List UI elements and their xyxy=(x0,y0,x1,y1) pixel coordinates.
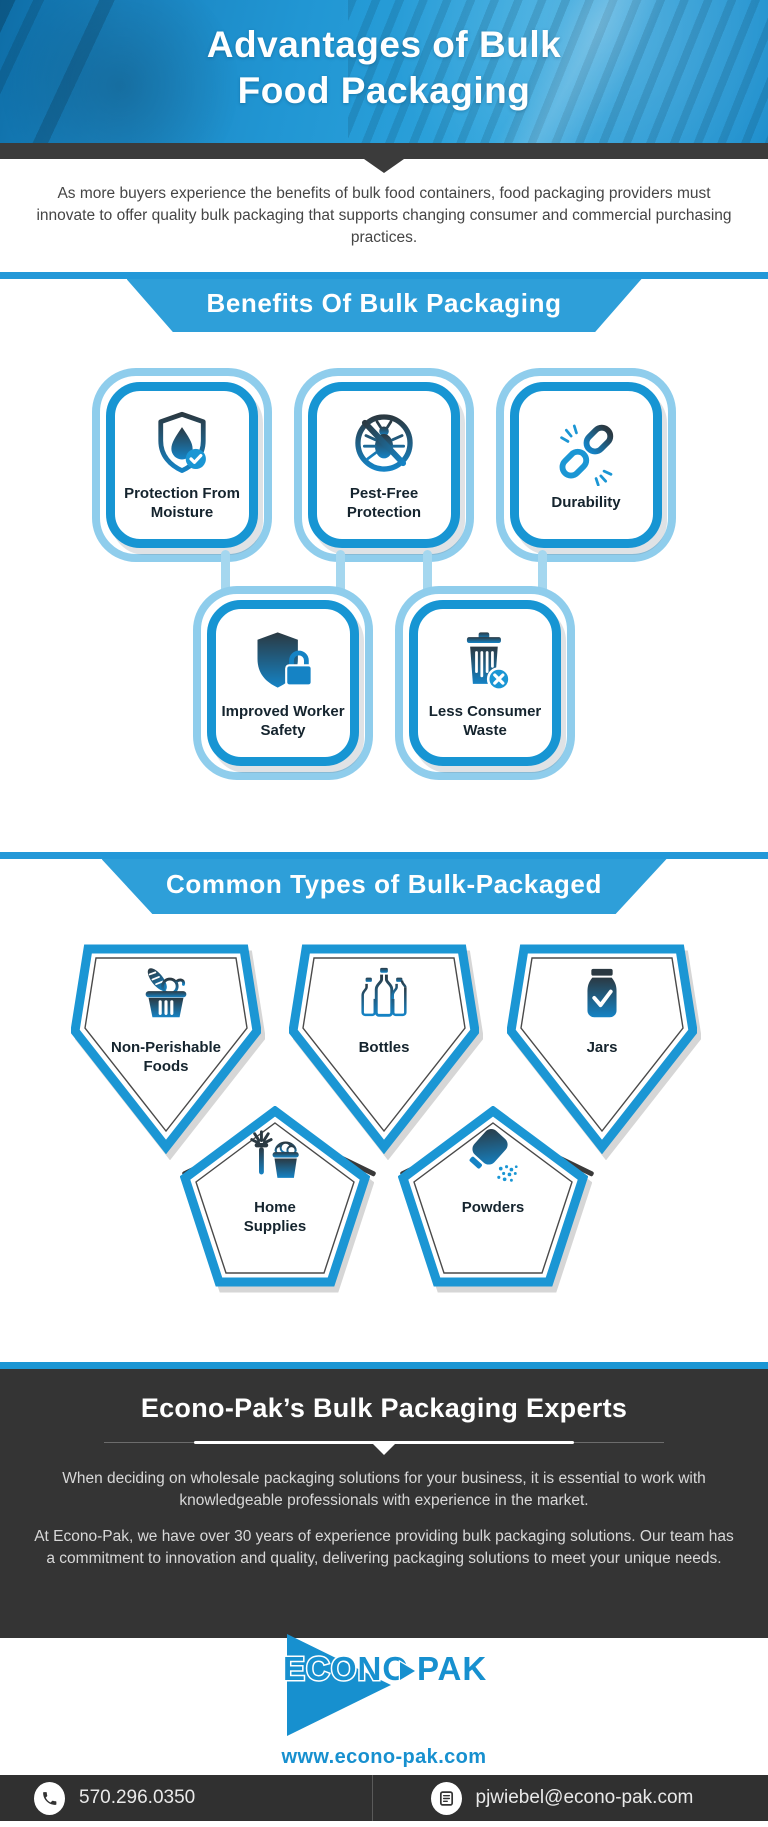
chain-link-icon xyxy=(559,424,614,486)
experts-paragraph-2: At Econo-Pak, we have over 30 years of e… xyxy=(34,1528,734,1567)
type-home-supplies: Home Supplies xyxy=(180,1106,370,1288)
footer-phone-block: 570.296.0350 xyxy=(0,1775,373,1821)
benefit-card-durability: Durability xyxy=(496,368,676,562)
footer-bar: 570.296.0350 pjwiebel@econo-pak.com xyxy=(0,1775,768,1821)
experts-title: Econo-Pak’s Bulk Packaging Experts xyxy=(140,1393,628,1423)
experts-section: Econo-Pak’s Bulk Packaging Experts When … xyxy=(0,1362,768,1638)
benefits-row-1: Protection From Moisture Pest-Free Prote… xyxy=(0,368,768,562)
benefit-label: Pest-Free Protection xyxy=(346,484,422,521)
banner-trapezoid: Common Types of Bulk-Packaged xyxy=(101,859,667,914)
website-link[interactable]: www.econo-pak.com xyxy=(281,1746,487,1768)
banner-bar xyxy=(0,852,768,859)
bottles-icon xyxy=(361,967,407,1017)
no-bug-icon xyxy=(355,413,413,472)
pentagon-shape xyxy=(71,944,261,1154)
types-banner-title: Common Types of Bulk-Packaged xyxy=(166,869,602,899)
conveyor-texture xyxy=(348,0,768,143)
benefit-card-worker-safety: Improved Worker Safety xyxy=(193,550,373,780)
benefits-section: Protection From Moisture Pest-Free Prote… xyxy=(0,332,768,852)
experts-paragraph-1: When deciding on wholesale packaging sol… xyxy=(62,1470,706,1509)
type-bottles: Bottles xyxy=(289,942,479,1154)
benefit-card-moisture: Protection From Moisture xyxy=(92,368,272,562)
type-label: Jars xyxy=(586,1039,618,1056)
header-divider-strip xyxy=(0,143,768,173)
experts-divider xyxy=(104,1440,664,1455)
benefits-row-2: Improved Worker Safety Less Consumer Was… xyxy=(0,550,768,780)
pentagon-shape xyxy=(507,944,697,1154)
shield-padlock-icon xyxy=(257,631,313,688)
pentagon-shape xyxy=(180,1106,370,1287)
phone-icon xyxy=(34,1781,65,1815)
bucket-duster-icon xyxy=(250,1130,299,1178)
email-address[interactable]: pjwiebel@econo-pak.com xyxy=(475,1787,694,1808)
pentagon-shape xyxy=(289,944,479,1154)
logo-section: ECONO PAK www.econo-pak.com xyxy=(0,1632,768,1775)
pentagon-shape xyxy=(398,1106,588,1287)
type-jars: Jars xyxy=(507,942,697,1154)
benefit-card-pest-free: Pest-Free Protection xyxy=(294,368,474,562)
benefits-banner-title: Benefits Of Bulk Packaging xyxy=(206,288,562,318)
light-streak xyxy=(348,0,768,143)
type-non-perishable: Non-Perishable Foods xyxy=(71,942,261,1154)
benefit-label: Improved Worker Safety xyxy=(221,702,345,739)
benefit-label: Less Consumer Waste xyxy=(428,702,542,739)
jar-check-icon xyxy=(587,968,617,1018)
banner-bar xyxy=(0,272,768,279)
type-label: Non-Perishable Foods xyxy=(110,1039,222,1075)
basket-food-icon xyxy=(145,968,187,1018)
types-row-2: Home Supplies Powders xyxy=(0,1106,768,1288)
econo-pak-logo: ECONO PAK xyxy=(282,1634,488,1736)
intro-section: As more buyers experience the benefits o… xyxy=(0,159,768,272)
type-label: Bottles xyxy=(358,1039,410,1056)
intro-paragraph: As more buyers experience the benefits o… xyxy=(36,184,732,246)
footer-email-block: pjwiebel@econo-pak.com xyxy=(373,1775,768,1821)
benefit-label: Durability xyxy=(551,494,621,511)
benefits-banner: Benefits Of Bulk Packaging xyxy=(0,272,768,332)
types-row-1: Non-Perishable Foods Bottles xyxy=(0,942,768,1154)
logo-text-right: PAK xyxy=(417,1650,487,1687)
logo-text-left: ECONO xyxy=(283,1650,409,1687)
shield-droplet-check-icon xyxy=(158,411,206,473)
email-icon xyxy=(430,1781,462,1815)
types-banner: Common Types of Bulk-Packaged xyxy=(0,852,768,914)
types-section: Non-Perishable Foods Bottles xyxy=(0,914,768,1362)
benefit-label: Protection From Moisture xyxy=(124,484,240,521)
benefit-card-less-waste: Less Consumer Waste xyxy=(395,550,575,780)
type-powders: Powders xyxy=(398,1106,588,1288)
powder-pour-icon xyxy=(469,1129,518,1182)
down-arrow-icon xyxy=(364,159,404,173)
type-label: Powders xyxy=(461,1199,525,1216)
trash-cross-icon xyxy=(466,631,511,691)
phone-number[interactable]: 570.296.0350 xyxy=(79,1787,196,1808)
machinery-photo-overlay xyxy=(0,0,300,143)
type-label: Home Supplies xyxy=(243,1199,307,1235)
down-arrow-icon xyxy=(373,1444,395,1455)
banner-trapezoid: Benefits Of Bulk Packaging xyxy=(126,279,642,332)
